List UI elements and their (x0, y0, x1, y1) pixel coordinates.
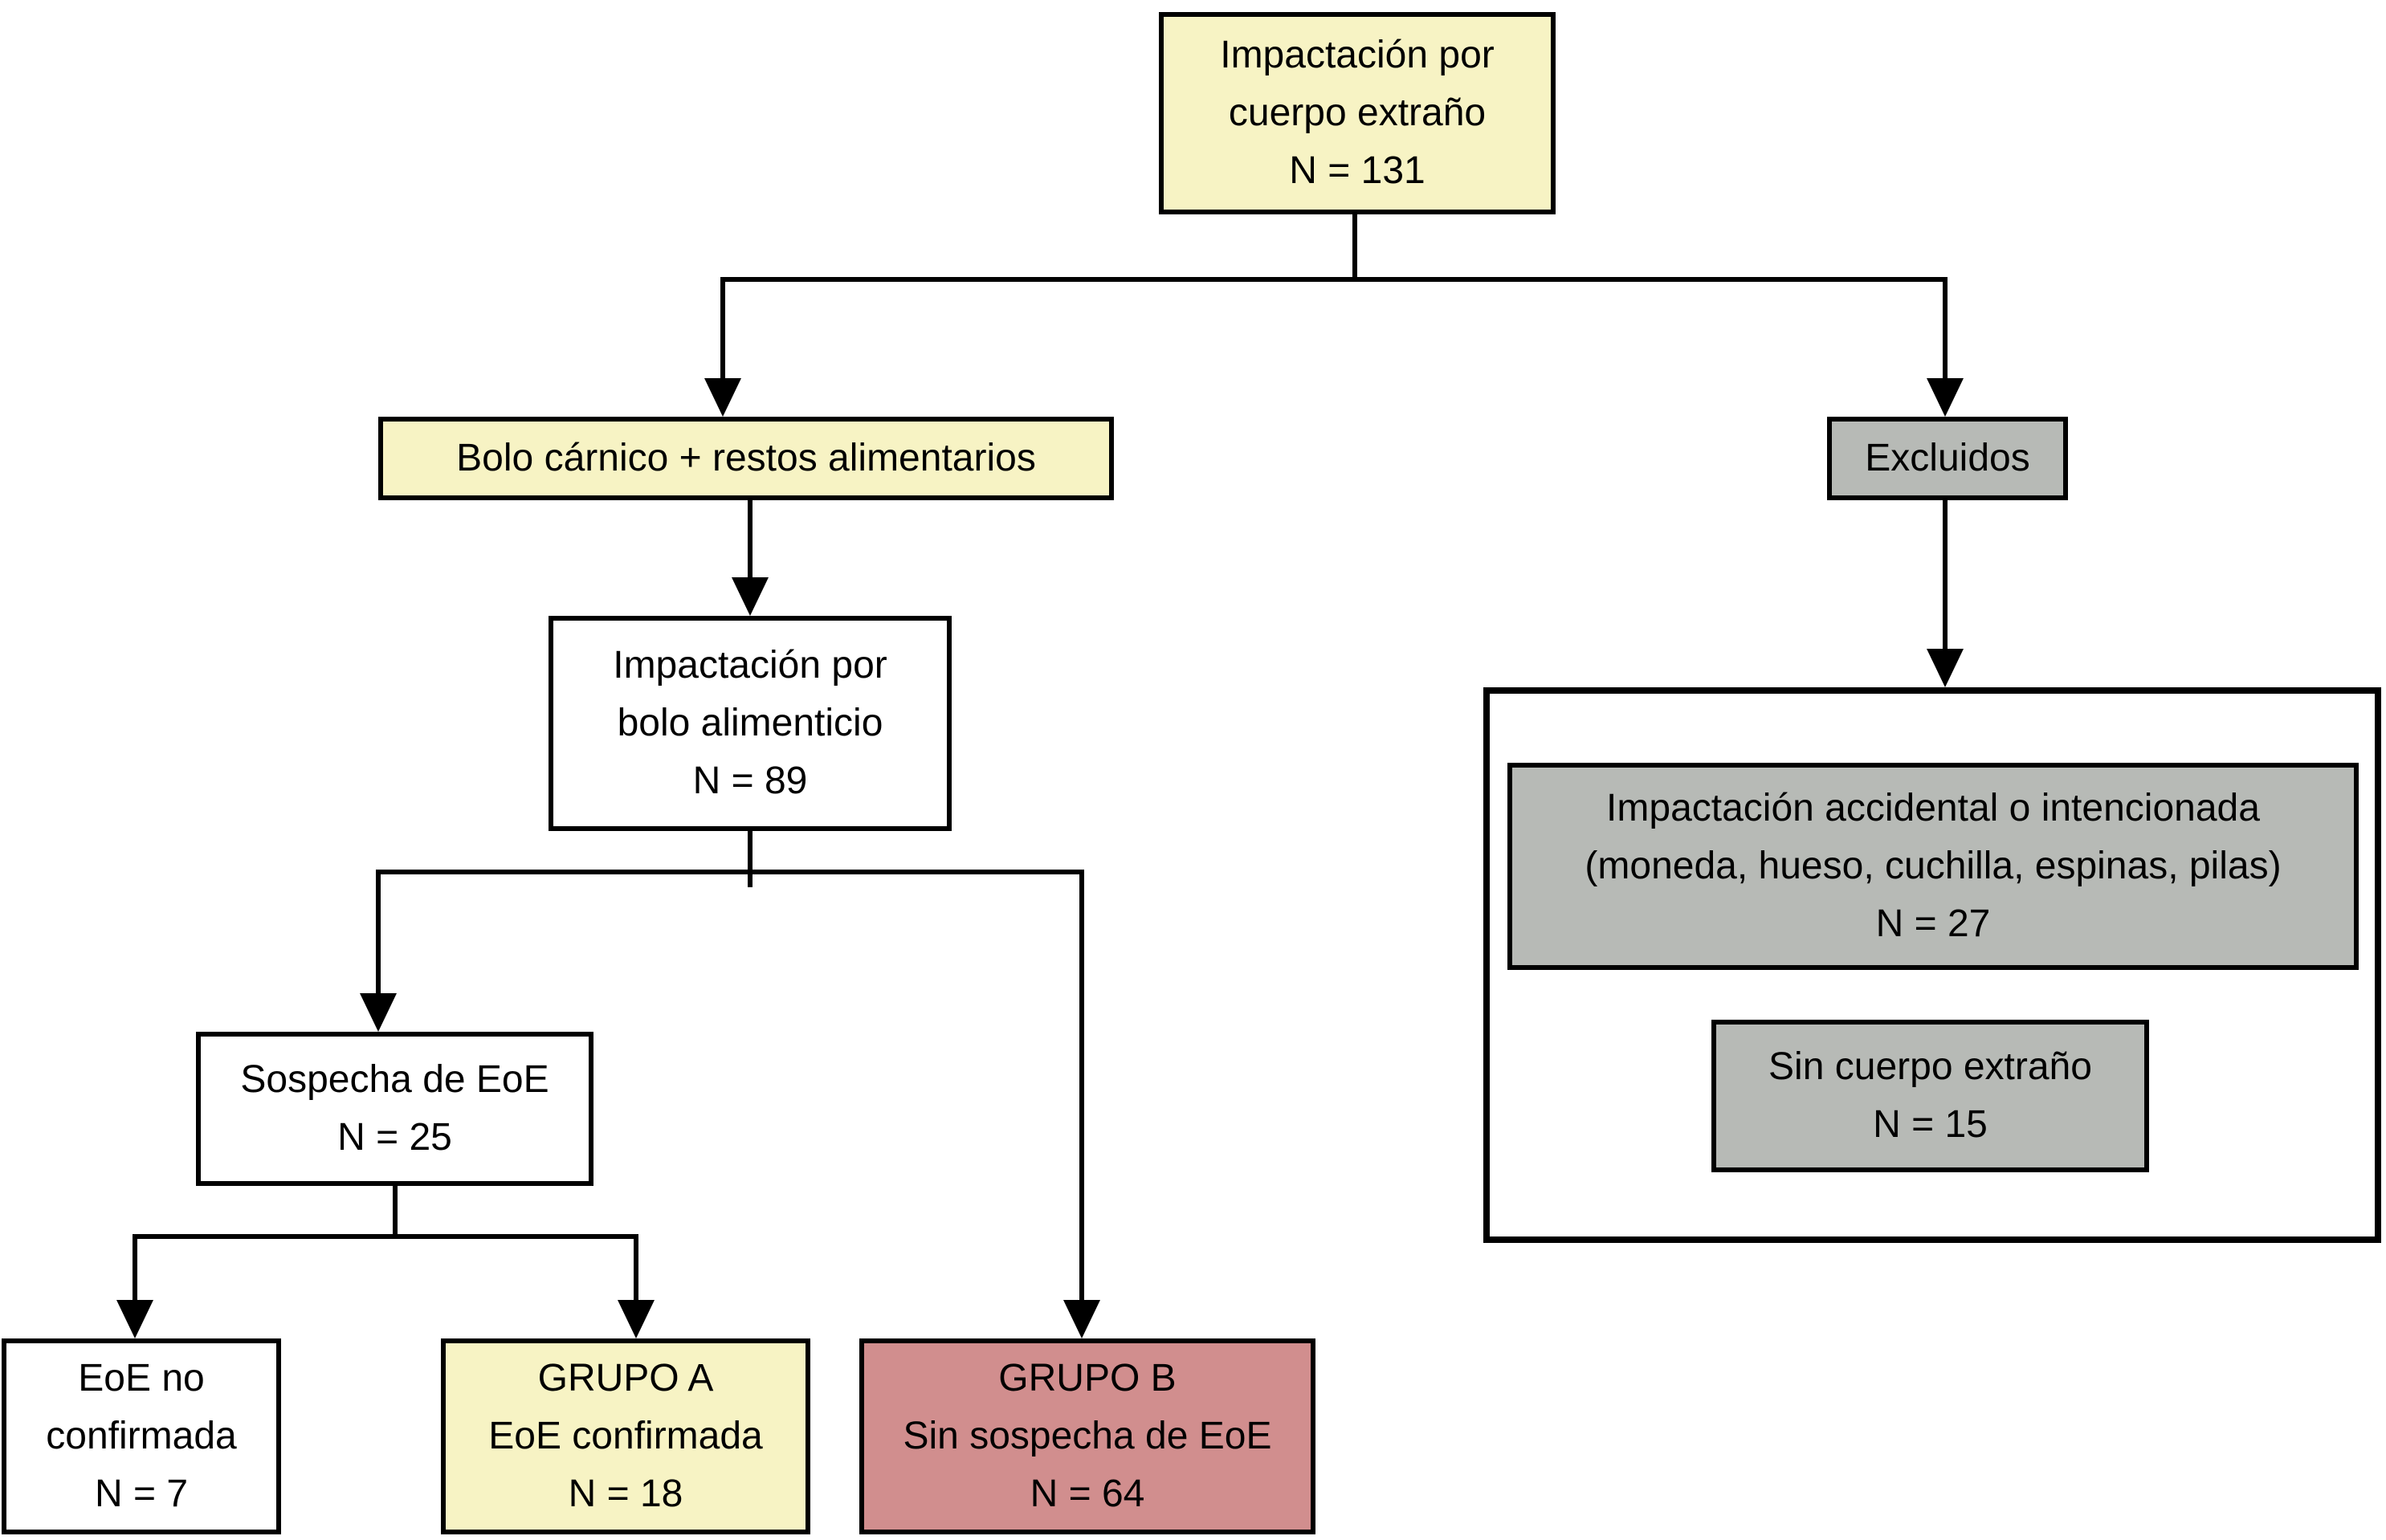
arrow-down-icon (618, 1300, 655, 1338)
connector-line (133, 1234, 137, 1303)
node-sospecha-eoe: Sospecha de EoE N = 25 (196, 1032, 593, 1186)
connector-line (1943, 499, 1948, 652)
node-bolo-carnico-restos: Bolo cárnico + restos alimentarios (378, 417, 1114, 500)
node-grupo-b: GRUPO B Sin sospecha de EoE N = 64 (859, 1338, 1315, 1534)
arrow-down-icon (732, 577, 769, 616)
connector-line (748, 499, 753, 581)
node-impactacion-cuerpo-extrano: Impactación por cuerpo extraño N = 131 (1159, 12, 1556, 214)
connector-line (1352, 213, 1357, 282)
connector-line (720, 277, 1948, 282)
arrow-down-icon (1927, 378, 1964, 417)
node-excluidos: Excluidos (1827, 417, 2068, 500)
node-impactacion-accidental: Impactación accidental o intencionada (m… (1507, 763, 2359, 970)
connector-line (1079, 870, 1084, 1303)
arrow-down-icon (116, 1300, 153, 1338)
node-impactacion-bolo-alimenticio: Impactación por bolo alimenticio N = 89 (549, 616, 952, 831)
node-sin-cuerpo-extrano: Sin cuerpo extraño N = 15 (1711, 1020, 2149, 1172)
arrow-down-icon (360, 993, 397, 1032)
connector-line (1943, 277, 1948, 381)
connector-line (133, 1234, 638, 1239)
connector-line (376, 870, 381, 996)
arrow-down-icon (704, 378, 741, 417)
connector-line (720, 277, 725, 381)
node-grupo-a: GRUPO A EoE confirmada N = 18 (441, 1338, 810, 1534)
arrow-down-icon (1927, 649, 1964, 687)
node-eoe-no-confirmada: EoE no confirmada N = 7 (2, 1338, 281, 1534)
connector-line (748, 829, 753, 887)
connector-line (393, 1184, 398, 1239)
arrow-down-icon (1063, 1300, 1100, 1338)
connector-line (634, 1234, 638, 1303)
connector-line (376, 870, 1084, 874)
